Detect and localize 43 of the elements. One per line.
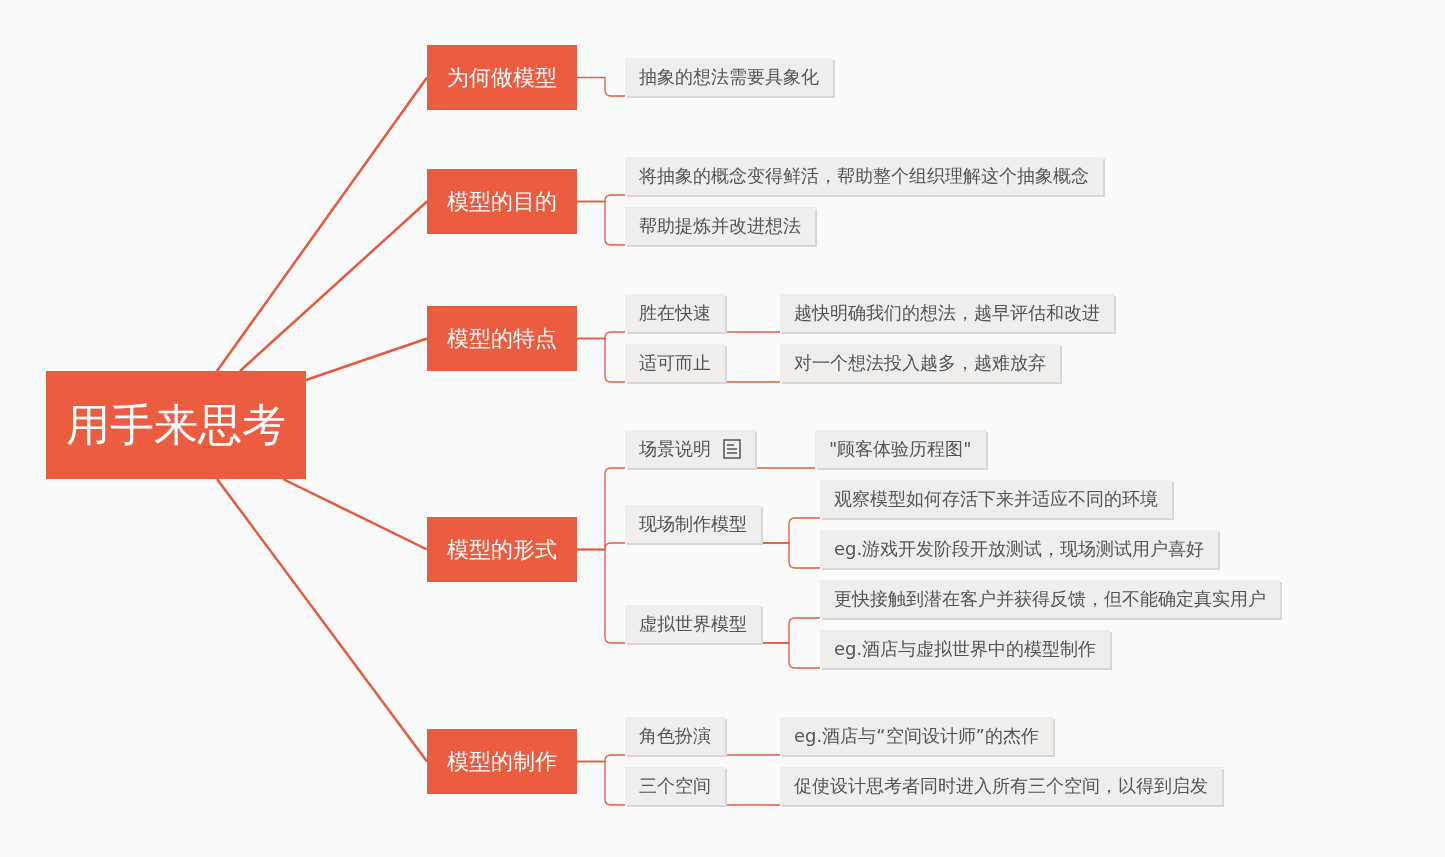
connector-line (576, 337, 626, 383)
subtopic: 对一个想法投入越多，越难放弃 (780, 344, 1060, 382)
subtopic: 更快接触到潜在客户并获得反馈，但不能确定真实用户 (820, 580, 1280, 618)
connector-line (216, 76, 428, 372)
main-topic: 模型的制作 (427, 729, 577, 794)
subtopic: 胜在快速 (625, 294, 725, 332)
connector-line (576, 548, 626, 644)
topic-box (625, 430, 755, 468)
connector-line (576, 76, 626, 97)
main-topic: 为何做模型 (427, 45, 577, 110)
connector-line (760, 642, 821, 669)
central-topic: 用手来思考 (46, 371, 306, 479)
subtopic: 适可而止 (625, 344, 725, 382)
connector-line (576, 760, 626, 806)
main-topic: 模型的形式 (427, 517, 577, 582)
subtopic: 越快明确我们的想法，越早评估和改进 (780, 294, 1114, 332)
subtopic: 将抽象的概念变得鲜活，帮助整个组织理解这个抽象概念 (625, 157, 1103, 195)
subtopic: 促使设计思考者同时进入所有三个空间，以得到启发 (780, 767, 1222, 805)
subtopic: eg.酒店与“空间设计师”的杰作 (780, 717, 1053, 755)
main-topic: 模型的目的 (427, 169, 577, 234)
subtopic: 帮助提炼并改进想法 (625, 207, 815, 245)
connector-line (754, 467, 816, 469)
subtopic: "顾客体验历程图" (815, 430, 986, 468)
topic-label: 场景说明 (639, 437, 711, 461)
connector-line (305, 337, 428, 382)
subtopic: eg.游戏开发阶段开放测试，现场测试用户喜好 (820, 530, 1219, 568)
subtopic: 抽象的想法需要具象化 (625, 58, 833, 96)
subtopic: eg.酒店与虚拟世界中的模型制作 (820, 630, 1111, 668)
main-topic: 模型的特点 (427, 306, 577, 371)
connector-line (282, 477, 428, 551)
subtopic: 角色扮演 (625, 717, 725, 755)
connector-line (724, 381, 781, 383)
subtopic: 现场制作模型 (625, 505, 761, 543)
connector-line (576, 200, 626, 246)
connector-line (724, 804, 781, 806)
subtopic: 观察模型如何存活下来并适应不同的环境 (820, 480, 1172, 518)
connector-line (760, 542, 821, 569)
connector-line (724, 331, 781, 333)
subtopic: 三个空间 (625, 767, 725, 805)
subtopic: 虚拟世界模型 (625, 605, 761, 643)
connector-line (239, 200, 428, 372)
connector-line (216, 478, 428, 763)
connector-line (724, 754, 781, 756)
